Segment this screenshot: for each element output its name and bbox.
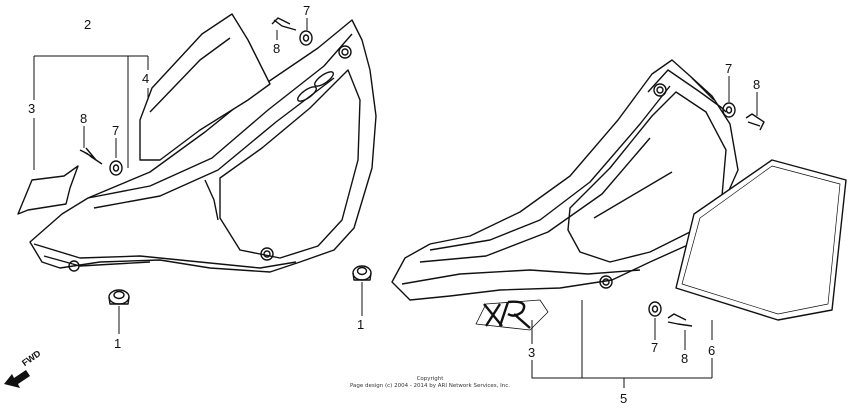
callout-4: 4 <box>142 71 150 86</box>
left-side-cover <box>17 13 377 273</box>
callout-8-right: 8 <box>753 77 761 92</box>
callout-2: 2 <box>84 17 92 32</box>
callout-7-bottom: 7 <box>651 340 659 355</box>
callout-8-bottom: 8 <box>681 351 689 366</box>
callout-3-left: 3 <box>28 101 36 116</box>
side-number-plate <box>675 159 847 321</box>
callout-8-top: 8 <box>273 41 281 56</box>
callout-7-right: 7 <box>725 61 733 76</box>
washer-icon <box>109 30 736 317</box>
callout-8-left: 8 <box>80 111 88 126</box>
screw-icon <box>79 17 765 327</box>
copyright-line-2: Page design (c) 2004 - 2014 by ARI Netwo… <box>349 383 511 389</box>
right-side-cover <box>391 59 739 301</box>
grommet-right <box>352 265 372 281</box>
forward-arrow-icon <box>4 370 30 388</box>
callout-1-right: 1 <box>357 317 365 332</box>
callout-3-right: 3 <box>528 345 536 360</box>
copyright-notice: Copyright Page design (c) 2004 - 2014 by… <box>300 376 560 390</box>
callout-7-left: 7 <box>112 123 120 138</box>
callout-6: 6 <box>708 343 716 358</box>
callout-7-top: 7 <box>303 3 311 18</box>
callout-1-left: 1 <box>114 336 122 351</box>
leader-lines <box>33 18 758 388</box>
callout-5: 5 <box>620 391 628 406</box>
copyright-line-1: Copyright <box>416 376 444 382</box>
grommet-left <box>108 289 130 305</box>
xr-emblem <box>475 299 549 331</box>
